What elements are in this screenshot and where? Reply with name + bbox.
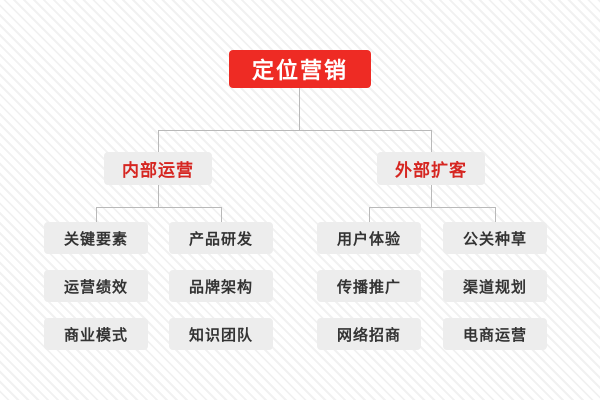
connector-right-col1-drop (369, 207, 370, 222)
leaf-node[interactable]: 运营绩效 (44, 270, 148, 302)
leaf-node[interactable]: 公关种草 (443, 222, 547, 254)
connector-left-col1-drop (96, 207, 97, 222)
connector-level1-bar (158, 130, 432, 131)
leaf-node[interactable]: 用户体验 (317, 222, 421, 254)
leaf-node[interactable]: 传播推广 (317, 270, 421, 302)
connector-left-col2-drop (221, 207, 222, 222)
leaf-node[interactable]: 渠道规划 (443, 270, 547, 302)
branch-node-external-acquisition[interactable]: 外部扩客 (377, 152, 485, 185)
connector-right-col2-drop (495, 207, 496, 222)
connector-right-bar (369, 207, 495, 208)
leaf-node[interactable]: 关键要素 (44, 222, 148, 254)
leaf-node[interactable]: 产品研发 (169, 222, 273, 254)
connector-branch-right-drop (431, 130, 432, 152)
leaf-node[interactable]: 商业模式 (44, 318, 148, 350)
connector-left-stem (158, 185, 159, 207)
leaf-node[interactable]: 电商运营 (443, 318, 547, 350)
connector-right-stem (431, 185, 432, 207)
connector-left-bar (96, 207, 222, 208)
connector-branch-left-drop (158, 130, 159, 152)
leaf-node[interactable]: 品牌架构 (169, 270, 273, 302)
connector-root-stem (299, 88, 300, 130)
leaf-node[interactable]: 网络招商 (317, 318, 421, 350)
root-node[interactable]: 定位营销 (229, 50, 371, 88)
branch-node-internal-operations[interactable]: 内部运营 (104, 152, 212, 185)
leaf-node[interactable]: 知识团队 (169, 318, 273, 350)
